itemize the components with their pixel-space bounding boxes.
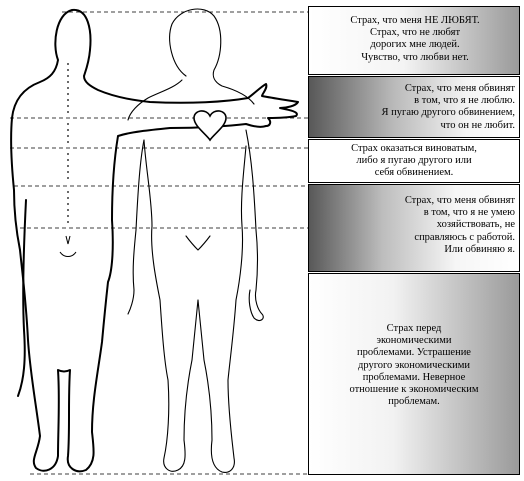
panel-line: проблемами. Неверное xyxy=(362,371,466,383)
spine-dots xyxy=(67,63,69,223)
panel-line: в том, что я не люблю. xyxy=(414,95,515,107)
panel-line: экономическими xyxy=(376,335,452,347)
panel-line: либо я пугаю другого или xyxy=(356,155,472,167)
panel-line: Страх, что меня НЕ ЛЮБЯТ. xyxy=(350,15,480,26)
panel-line: хозяйствовать, не xyxy=(436,219,515,231)
fear-panel-accused-not-loving: Страх, что меня обвинят в том, что я не … xyxy=(308,76,520,138)
back-figure-buttocks xyxy=(59,235,77,257)
panel-line: справляюсь с работой. xyxy=(414,231,515,243)
panel-line: дорогих мне людей. xyxy=(370,39,460,51)
zone-guide-lines xyxy=(10,11,308,475)
panel-line: Я пугаю другого обвинением, xyxy=(381,107,515,119)
panel-line: Страх перед xyxy=(386,323,442,334)
panel-line: другого экономическими xyxy=(357,359,471,371)
panel-line: Страх, что меня обвинят xyxy=(404,195,515,206)
panel-line: проблемам. xyxy=(388,396,440,408)
panel-line: в том, что я не умею xyxy=(423,207,515,219)
panel-line: проблемами. Устрашение xyxy=(357,347,471,359)
fear-panel-text: Страх, что меня обвинят в том, что я не … xyxy=(349,83,515,132)
fear-panel-guilt: Страх оказаться виноватым, либо я пугаю … xyxy=(308,139,520,183)
fear-panel-text: Страх перед экономическими проблемами. У… xyxy=(349,323,479,408)
fear-panel-economic-problems: Страх перед экономическими проблемами. У… xyxy=(308,273,520,475)
back-view-figure xyxy=(10,8,299,473)
fear-panel-accused-housekeeping: Страх, что меня обвинят в том, что я не … xyxy=(308,184,520,272)
heart-icon xyxy=(193,110,227,142)
fear-panel-text: Страх оказаться виноватым, либо я пугаю … xyxy=(315,143,513,180)
panel-line: Страх, что меня обвинят xyxy=(404,83,515,94)
panel-line: Страх, что не любят xyxy=(369,27,461,39)
panel-line: Страх оказаться виноватым, xyxy=(351,143,477,154)
panel-line: Или обвиняю я. xyxy=(444,243,515,255)
fear-panel-text: Страх, что меня обвинят в том, что я не … xyxy=(349,195,515,256)
fear-panel-text: Страх, что меня НЕ ЛЮБЯТ. Страх, что не … xyxy=(315,15,515,64)
panel-line: себя обвинением. xyxy=(374,167,454,179)
panel-line: Чувство, что любви нет. xyxy=(361,51,469,63)
front-view-figure xyxy=(127,8,264,473)
fear-panel-not-loved: Страх, что меня НЕ ЛЮБЯТ. Страх, что не … xyxy=(308,6,520,75)
panel-line: что он не любит. xyxy=(440,119,515,131)
panel-line: отношение к экономическим xyxy=(349,384,479,396)
